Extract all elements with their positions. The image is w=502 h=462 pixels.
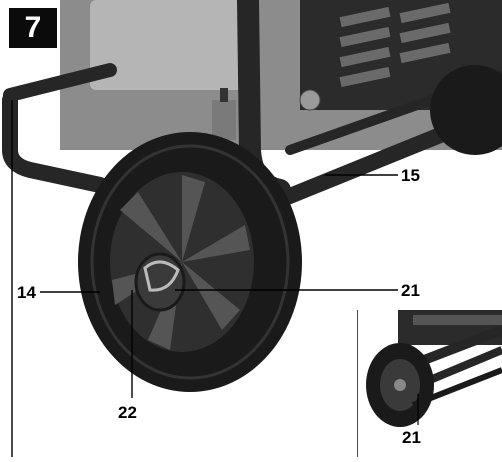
main-wheel xyxy=(78,132,302,392)
vent-slots xyxy=(339,2,451,88)
inset-wheel-illustration xyxy=(358,310,502,457)
callout-22: 22 xyxy=(118,403,137,422)
bolt xyxy=(299,89,321,111)
valve-fitting xyxy=(212,88,236,140)
callout-15: 15 xyxy=(401,166,420,185)
callout-21-inset: 21 xyxy=(402,428,421,447)
figure-number-badge: 7 xyxy=(9,8,57,48)
engine-block xyxy=(90,0,250,90)
rear-wheel xyxy=(430,65,502,155)
cotter-pin xyxy=(143,260,180,292)
wheel-hub xyxy=(134,252,186,312)
callout-14: 14 xyxy=(17,283,36,302)
callout-21-main: 21 xyxy=(401,281,420,300)
figure-number: 7 xyxy=(24,11,42,44)
inset-photo xyxy=(358,310,502,457)
